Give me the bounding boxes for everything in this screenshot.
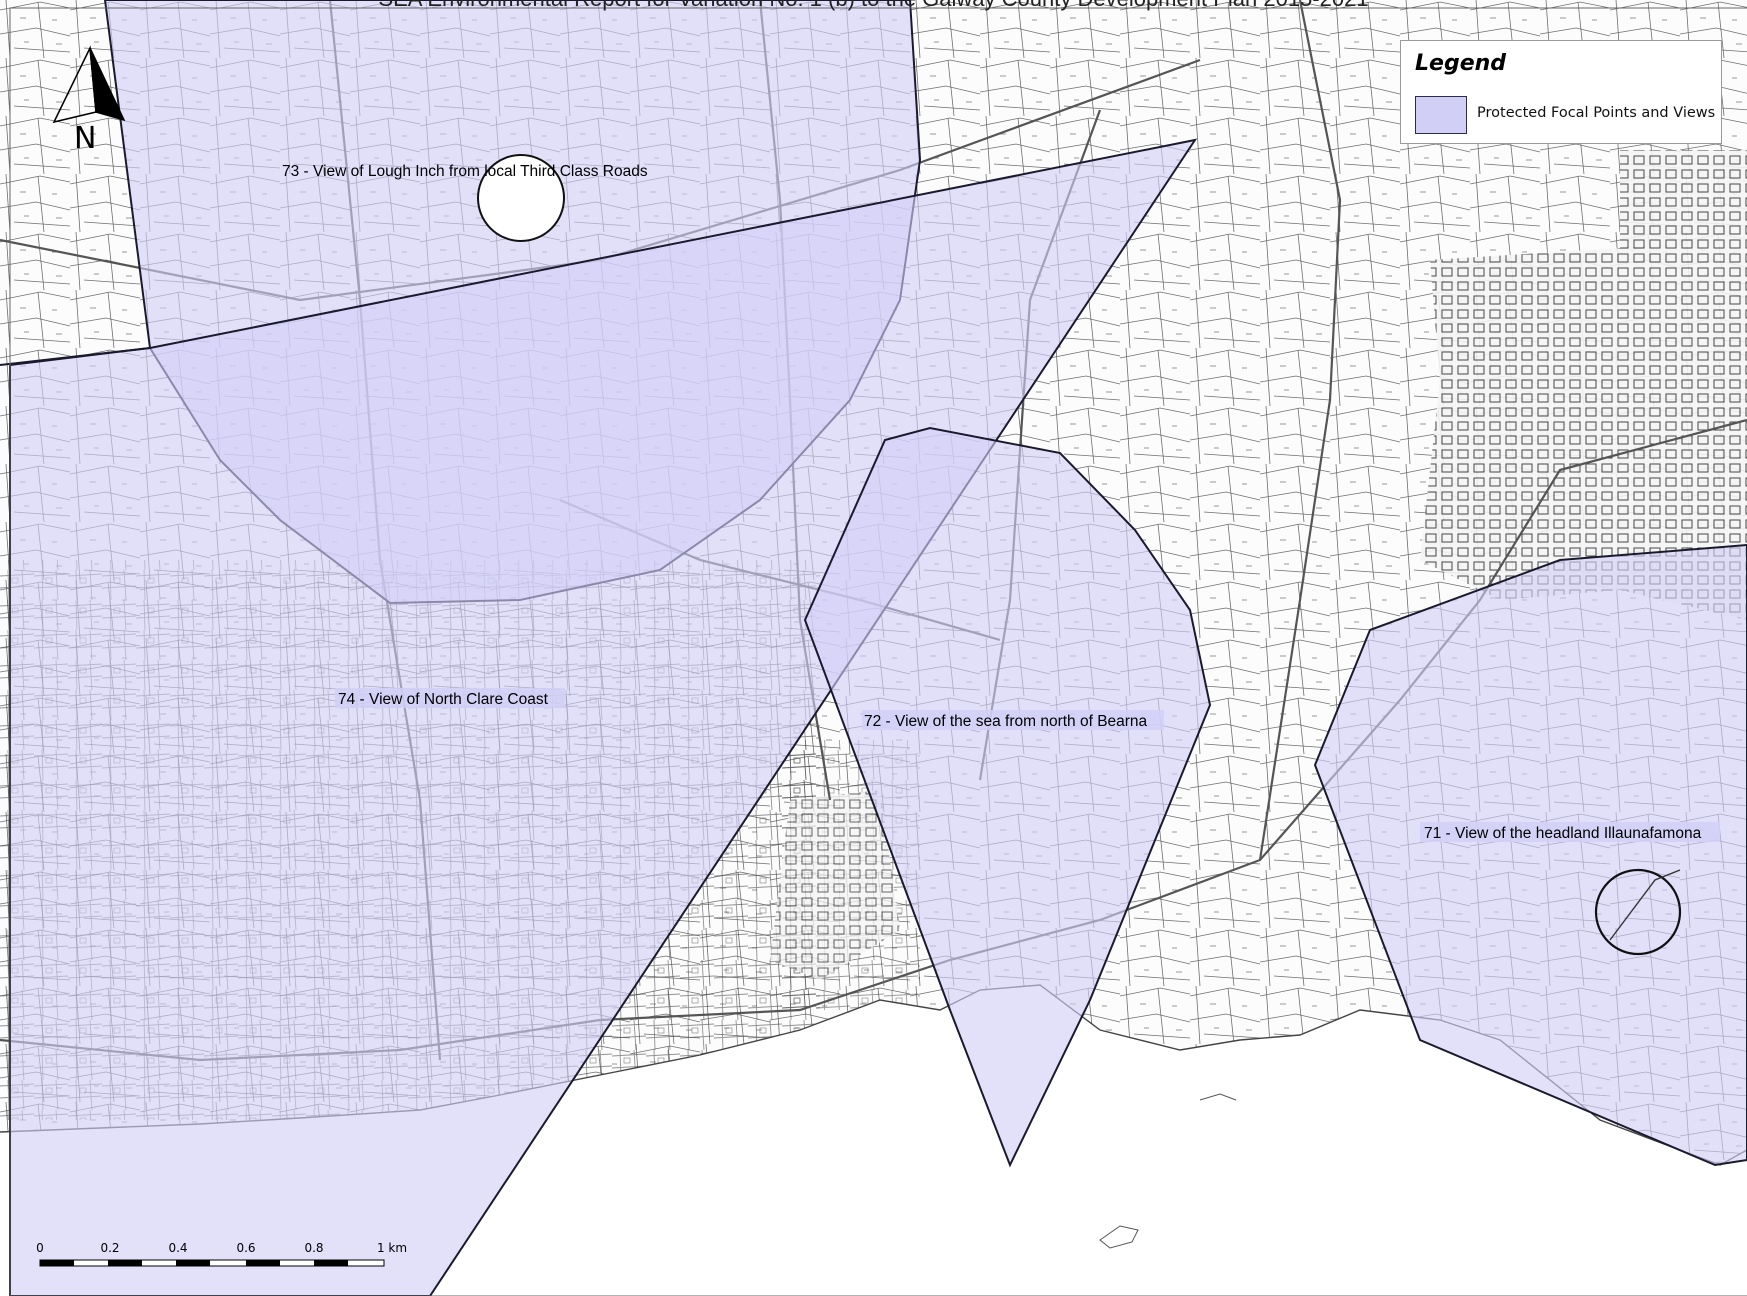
focal-point-illaunafamona[interactable] (1594, 868, 1682, 956)
page-title: SEA Environmental Report for Variation N… (0, 0, 1747, 12)
scale-label-08: 0.8 (304, 1241, 323, 1255)
view-71-label: 71 - View of the headland Illaunafamona (1424, 825, 1702, 842)
scale-label-04: 0.4 (168, 1241, 187, 1255)
view-72-label: 72 - View of the sea from north of Bearn… (864, 713, 1148, 730)
north-arrow: N (52, 45, 126, 156)
legend: Legend Protected Focal Points and Views (1400, 40, 1722, 144)
scale-label-1km: 1 km (377, 1241, 407, 1255)
legend-label-protected-views: Protected Focal Points and Views (1477, 105, 1716, 121)
focal-point-lough-inch[interactable] (477, 154, 565, 242)
bearna-estates (770, 790, 900, 980)
view-74-label: 74 - View of North Clare Coast (338, 691, 549, 708)
legend-title: Legend (1415, 51, 1507, 76)
scale-label-02: 0.2 (100, 1241, 119, 1255)
scale-label-06: 0.6 (236, 1241, 255, 1255)
town-estates (1420, 240, 1747, 620)
map-frame (9, 7, 1747, 1296)
view-71-area[interactable] (1313, 543, 1747, 1167)
islet (1099, 1225, 1139, 1249)
scale-label-0: 0 (36, 1241, 44, 1255)
view-72-area[interactable] (803, 426, 1212, 1168)
legend-swatch-protected-views (1415, 96, 1467, 134)
north-arrow-label: N (74, 121, 96, 156)
view-labels: 71 - View of the headland Illaunafamona … (282, 163, 1720, 842)
view-73-label: 73 - View of Lough Inch from local Third… (282, 163, 648, 180)
scale-bar: 0 0.2 0.4 0.6 0.8 1 km (36, 1241, 407, 1267)
